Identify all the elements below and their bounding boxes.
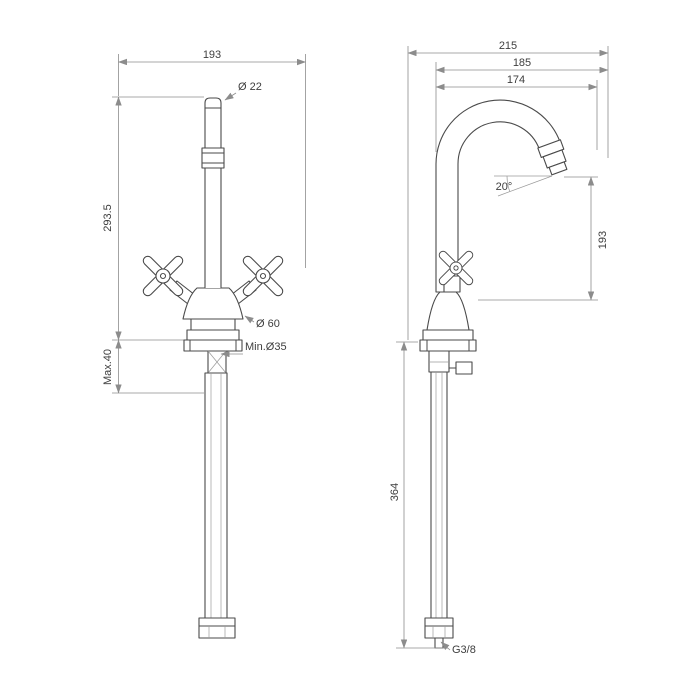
dim-side-overall-depth: 215	[407, 40, 609, 340]
front-body-band	[190, 318, 236, 331]
dim-front-overall-width: 193	[118, 49, 306, 268]
front-view: 193 293.5 Max.40	[102, 49, 306, 639]
dim-side-spout-reach: 174	[435, 74, 598, 150]
dim-front-deck-thickness: Max.40	[102, 339, 204, 394]
side-view: 215 185 174 20°	[389, 40, 609, 656]
front-spout-column	[204, 97, 222, 289]
side-body	[426, 291, 470, 331]
front-overall-width-label: 193	[203, 49, 221, 61]
side-supply-pipe	[430, 371, 448, 619]
front-spout-diameter-label: Ø 22	[238, 81, 262, 93]
side-spout-angle-label: 20°	[496, 181, 513, 193]
side-spout-depth-label: 185	[513, 57, 531, 69]
side-shank	[428, 350, 450, 373]
side-base-plate	[419, 339, 477, 352]
dim-front-min-hole: Min.Ø35	[220, 341, 287, 358]
side-bottom-nut	[424, 617, 454, 639]
front-base-flange	[186, 329, 240, 341]
front-overall-height-label: 293.5	[102, 204, 114, 232]
dim-side-spout-angle: 20°	[494, 175, 553, 197]
side-supply-length-label: 364	[389, 483, 401, 501]
side-spout-reach-label: 174	[507, 74, 525, 86]
dim-front-body-diameter: Ø 60	[244, 315, 280, 330]
side-aerator-nozzle	[537, 139, 568, 176]
front-min-hole-label: Min.Ø35	[245, 341, 287, 353]
dim-side-supply-length: 364	[389, 341, 448, 649]
side-base-flange	[422, 329, 474, 341]
front-supply-pipe	[204, 372, 228, 619]
front-spout-collar	[201, 147, 225, 169]
side-overall-depth-label: 215	[499, 40, 517, 52]
dim-side-thread: G3/8	[440, 641, 476, 656]
side-inlet-connector	[455, 361, 473, 375]
side-spout-height-label: 193	[597, 231, 609, 249]
dim-side-spout-depth: 185	[435, 57, 609, 152]
front-base-plate	[183, 339, 243, 352]
front-body-diameter-label: Ø 60	[256, 318, 280, 330]
front-body	[182, 287, 244, 320]
dim-side-spout-height: 193	[478, 176, 609, 301]
side-thread-label: G3/8	[452, 644, 476, 656]
dim-front-spout-diameter: Ø 22	[224, 81, 262, 101]
front-deck-thickness-label: Max.40	[102, 349, 114, 385]
front-bottom-nut	[198, 617, 236, 639]
dim-front-overall-height: 293.5	[102, 96, 204, 341]
